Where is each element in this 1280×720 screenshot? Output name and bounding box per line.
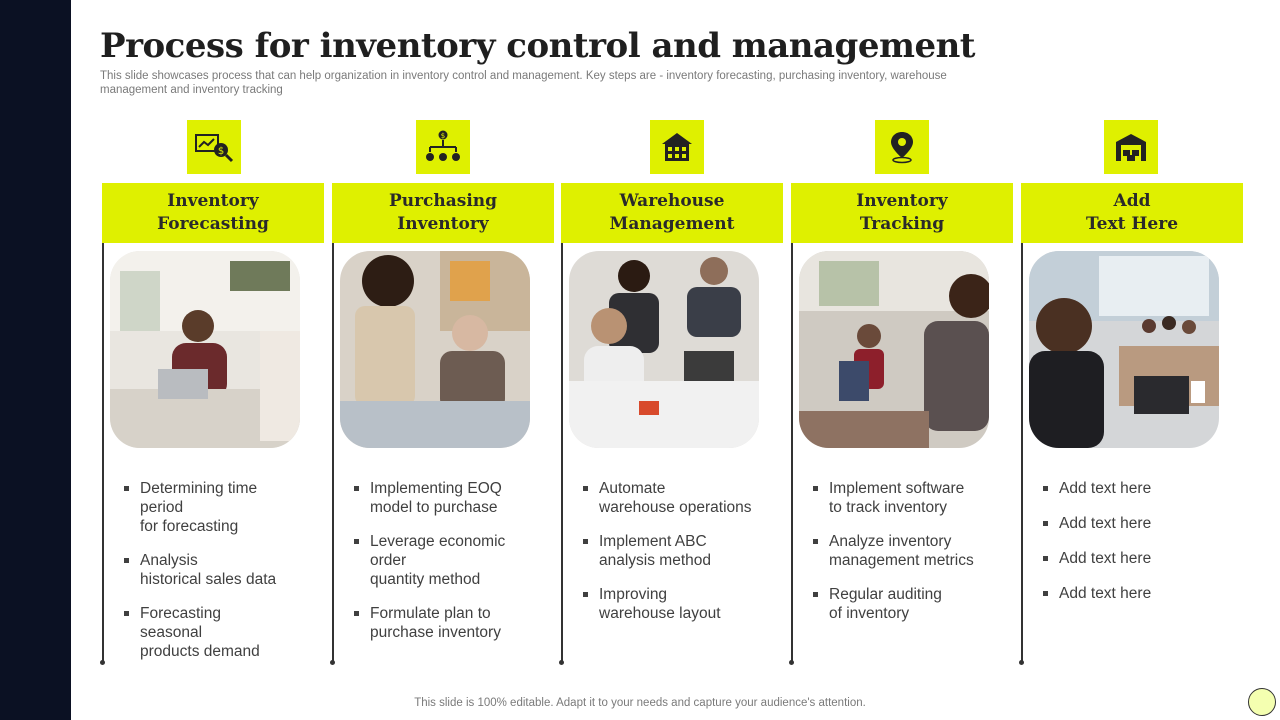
step-bullets: Determining time period for forecasting … <box>122 479 322 676</box>
slide-subtitle: This slide showcases process that can he… <box>100 70 947 96</box>
step-header: Inventory Tracking <box>791 183 1013 243</box>
step-header: Warehouse Management <box>561 183 783 243</box>
svg-text:$: $ <box>218 146 224 157</box>
team-meeting-photo <box>110 251 300 448</box>
planning-table-photo <box>340 251 530 448</box>
process-step-1: $ Inventory Forecasting Determining time… <box>100 0 331 720</box>
bullet-item: Implement software to track inventory <box>811 479 1011 517</box>
bullet-item: Forecasting seasonal products demand <box>122 604 322 661</box>
bullet-item: Improving warehouse layout <box>581 585 781 623</box>
step-header: Purchasing Inventory <box>332 183 554 243</box>
timeline-dot <box>1019 660 1024 665</box>
bullet-item: Add text here <box>1041 514 1241 533</box>
process-step-4: Inventory Tracking Implement software to… <box>789 0 1020 720</box>
step-bullets: Implement software to track inventory An… <box>811 479 1011 638</box>
bullet-item: Add text here <box>1041 549 1241 568</box>
process-step-2: $ Purchasing Inventory Implementing EOQ … <box>330 0 561 720</box>
bullet-item: Leverage economic order quantity method <box>352 532 552 589</box>
bullet-item: Add text here <box>1041 584 1241 603</box>
timeline-line <box>791 183 793 663</box>
timeline-dot <box>789 660 794 665</box>
bullet-item: Implementing EOQ model to purchase <box>352 479 552 517</box>
location-pin-icon <box>875 120 929 174</box>
step-header: Add Text Here <box>1021 183 1243 243</box>
hierarchy-icon: $ <box>416 120 470 174</box>
timeline-dot <box>559 660 564 665</box>
timeline-line <box>1021 183 1023 663</box>
footer-note: This slide is 100% editable. Adapt it to… <box>414 697 866 709</box>
storage-unit-icon <box>1104 120 1158 174</box>
timeline-dot <box>330 660 335 665</box>
slide-title: Process for inventory control and manage… <box>100 26 976 66</box>
svg-text:$: $ <box>441 132 445 140</box>
step-bullets: Implementing EOQ model to purchase Lever… <box>352 479 552 657</box>
warehouse-building-icon <box>650 120 704 174</box>
conference-room-photo <box>1029 251 1219 448</box>
timeline-line <box>561 183 563 663</box>
bullet-item: Implement ABC analysis method <box>581 532 781 570</box>
process-step-5: Add Text Here Add text here Add text her… <box>1019 0 1250 720</box>
bullet-item: Determining time period for forecasting <box>122 479 322 536</box>
team-portrait-photo <box>799 251 989 448</box>
bullet-item: Automate warehouse operations <box>581 479 781 517</box>
bullet-item: Regular auditing of inventory <box>811 585 1011 623</box>
step-bullets: Add text here Add text here Add text her… <box>1041 479 1241 619</box>
process-step-3: Warehouse Management Automate warehouse … <box>559 0 790 720</box>
office-discussion-photo <box>569 251 759 448</box>
bullet-item: Analyze inventory management metrics <box>811 532 1011 570</box>
forecast-chart-icon: $ <box>187 120 241 174</box>
bullet-item: Add text here <box>1041 479 1241 498</box>
bullet-item: Analysis historical sales data <box>122 551 322 589</box>
timeline-line <box>102 183 104 663</box>
timeline-line <box>332 183 334 663</box>
step-bullets: Automate warehouse operations Implement … <box>581 479 781 638</box>
side-strip <box>0 0 71 720</box>
bullet-item: Formulate plan to purchase inventory <box>352 604 552 642</box>
timeline-dot <box>100 660 105 665</box>
corner-circle-shape <box>1248 688 1276 716</box>
step-header: Inventory Forecasting <box>102 183 324 243</box>
